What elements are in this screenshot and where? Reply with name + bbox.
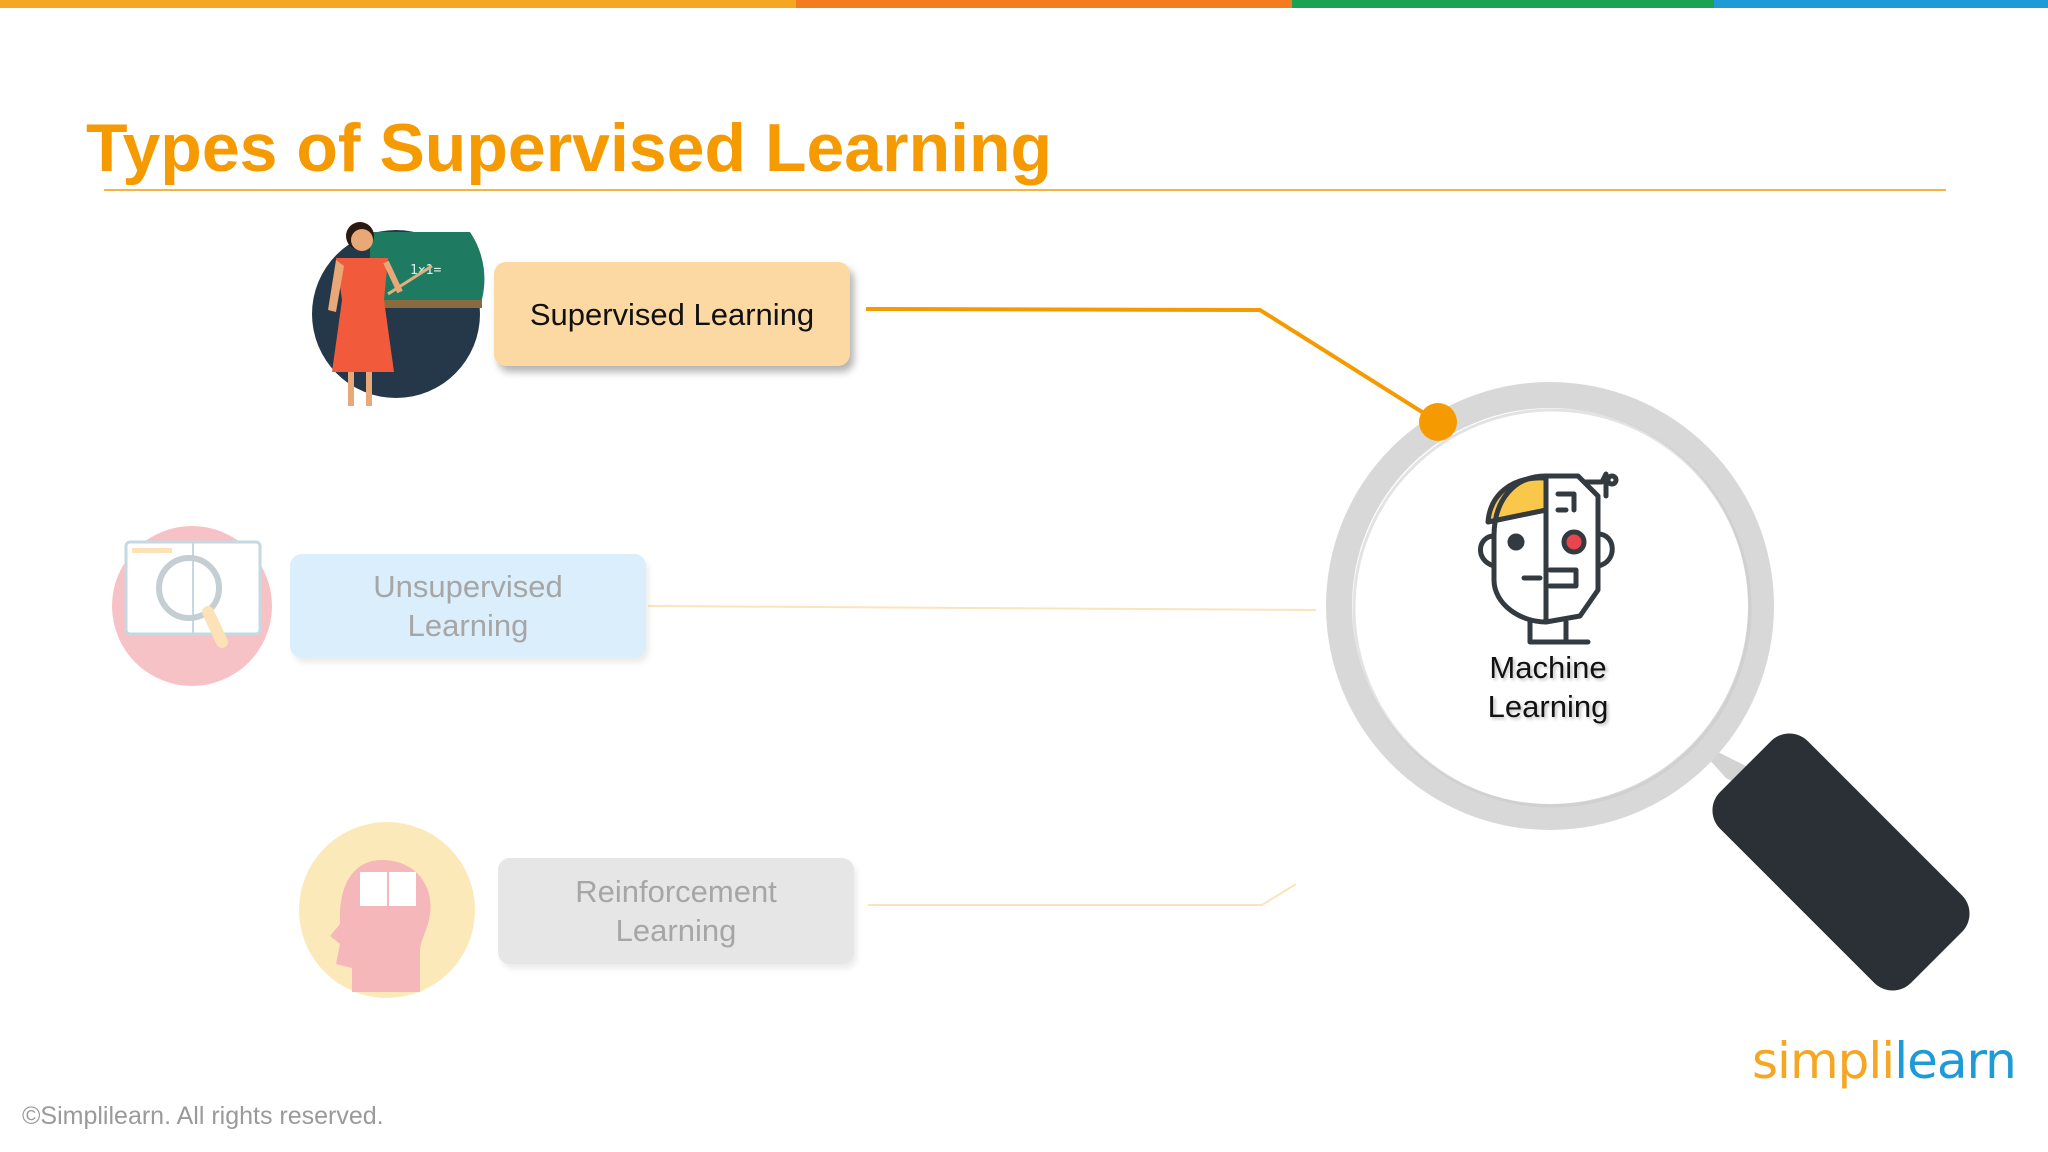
logo-part-learn: learn xyxy=(1894,1032,2017,1090)
reinforcement-label-line1: Reinforcement xyxy=(575,874,777,909)
top-bar-segment-dark-orange xyxy=(796,0,1292,8)
machine-learning-line1: Machine xyxy=(1489,650,1607,685)
connector-dot xyxy=(1419,403,1457,441)
book-with-magnifier-icon xyxy=(112,526,272,686)
supervised-learning-box[interactable]: Supervised Learning xyxy=(494,262,850,366)
head-with-book-icon xyxy=(299,822,475,998)
machine-learning-label: Machine Learning xyxy=(1448,648,1648,726)
simplilearn-logo: simplilearn xyxy=(1752,1032,2017,1090)
slide-title: Types of Supervised Learning xyxy=(86,110,1053,186)
reinforcement-learning-label: Reinforcement Learning xyxy=(575,872,777,950)
reinforcement-learning-box[interactable]: Reinforcement Learning xyxy=(498,858,854,964)
unsupervised-connector-line xyxy=(647,605,1317,611)
unsupervised-learning-box[interactable]: Unsupervised Learning xyxy=(290,554,646,658)
copyright-footer: ©Simplilearn. All rights reserved. xyxy=(22,1102,384,1130)
reinforcement-label-line2: Learning xyxy=(615,913,737,948)
logo-part-i: i xyxy=(1881,1032,1895,1090)
unsupervised-label-line1: Unsupervised xyxy=(373,569,563,604)
teacher-at-blackboard-icon: 1×1= xyxy=(312,222,485,406)
logo-part-simpl: simpl xyxy=(1752,1032,1882,1090)
unsupervised-label-line2: Learning xyxy=(407,608,529,643)
top-bar-segment-green xyxy=(1292,0,1714,8)
top-color-bar xyxy=(0,0,2048,8)
top-bar-segment-orange xyxy=(0,0,796,8)
unsupervised-learning-label: Unsupervised Learning xyxy=(373,567,563,645)
supervised-connector-line xyxy=(865,307,1440,424)
half-human-half-robot-head-icon xyxy=(1478,471,1619,645)
reinforcement-connector-line xyxy=(868,883,1297,906)
supervised-learning-label: Supervised Learning xyxy=(529,296,815,332)
magnifying-glass-icon xyxy=(1326,382,1970,991)
machine-learning-line2: Learning xyxy=(1487,689,1609,724)
top-bar-segment-blue xyxy=(1714,0,2048,8)
title-underline xyxy=(104,189,1946,191)
